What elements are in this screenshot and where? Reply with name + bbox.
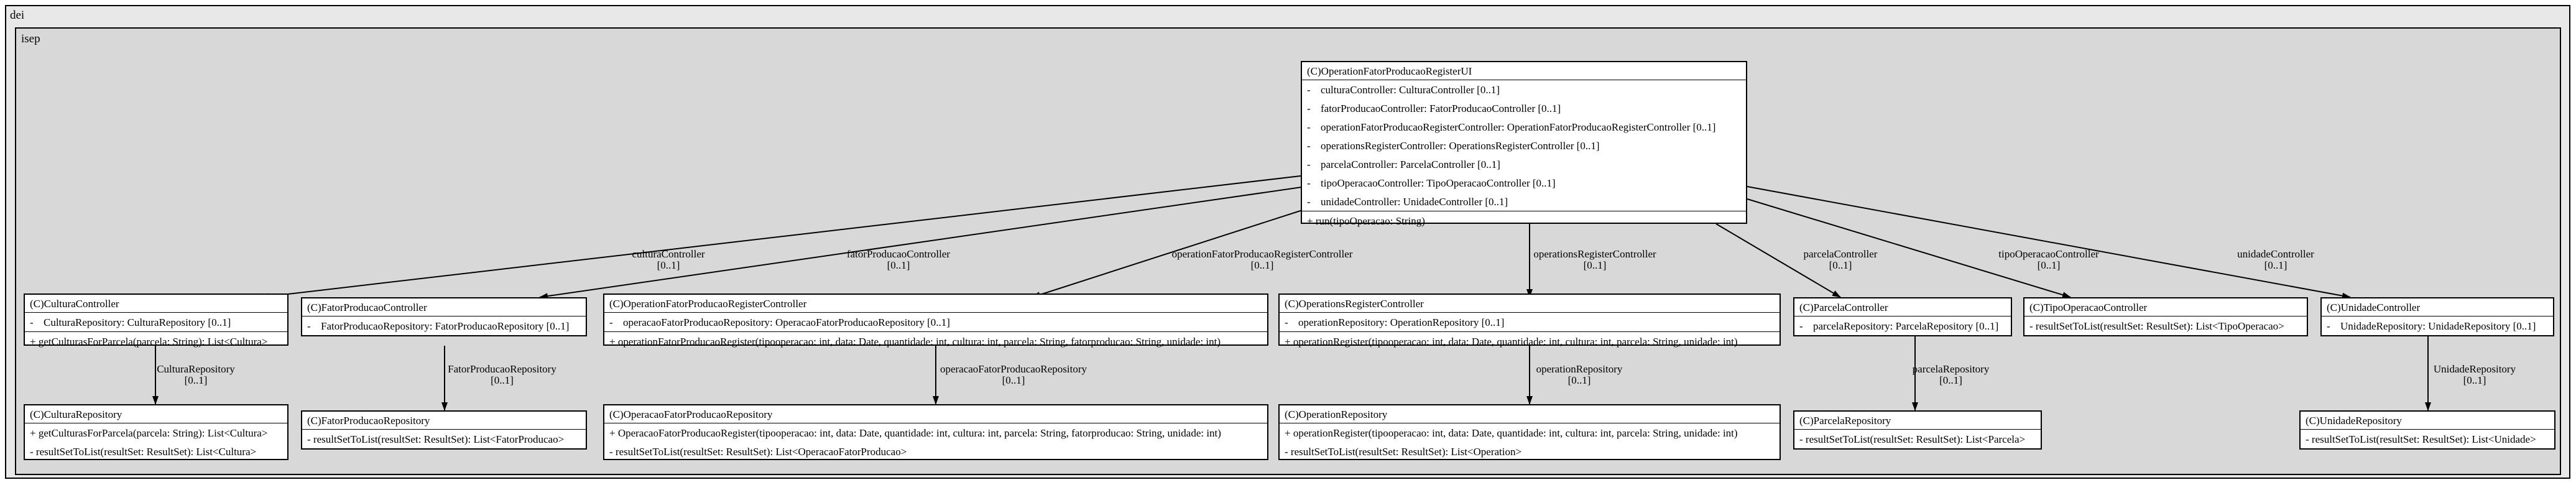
operation: - resultSetToList(resultSet: ResultSet):… — [1285, 446, 1522, 458]
attributes: -operacaoFatorProducaoRepository: Operac… — [604, 313, 1267, 332]
class-parcela-repository: (C)ParcelaRepository - resultSetToList(r… — [1793, 410, 2042, 450]
attribute: -fatorProducaoController: FatorProducaoC… — [1307, 103, 1561, 114]
class-title: (C)OperationRepository — [1280, 405, 1780, 423]
operation: - resultSetToList(resultSet: ResultSet):… — [307, 433, 565, 445]
class-title: (C)OperacaoFatorProducaoRepository — [604, 405, 1267, 423]
attribute: -operacaoFatorProducaoRepository: Operac… — [609, 316, 950, 328]
edge-label-operation-repository: operationRepository[0..1] — [1536, 363, 1623, 386]
class-operation-repository: (C)OperationRepository + operationRegist… — [1278, 404, 1781, 460]
class-parcela-controller: (C)ParcelaController -parcelaRepository:… — [1793, 297, 2012, 336]
class-title: (C)CulturaRepository — [25, 405, 287, 423]
operation: + OperacaoFatorProducaoRegister(tipooper… — [609, 427, 1221, 439]
edge-label-operation-fator-producao-register-controller: operationFatorProducaoRegisterController… — [1171, 248, 1353, 271]
class-operation-fator-producao-register-controller: (C)OperationFatorProducaoRegisterControl… — [603, 293, 1268, 347]
attribute: -FatorProducaoRepository: FatorProducaoR… — [307, 320, 570, 332]
edge-ui-opfator — [1032, 206, 1313, 298]
class-title: (C)UnidadeRepository — [2301, 412, 2554, 430]
edge-label-operations-register-controller: operationsRegisterController[0..1] — [1533, 248, 1656, 271]
edge-ui-fator — [539, 186, 1306, 300]
edge-ui-cultura — [261, 175, 1306, 300]
edge-ui-unidade — [1747, 186, 2351, 299]
attribute: -operationRepository: OperationRepositor… — [1285, 316, 1505, 328]
operation: + operationRegister(tipooperacao: int, d… — [1285, 427, 1738, 439]
edge-label-unidade-repository: UnidadeRepository[0..1] — [2433, 363, 2516, 386]
class-title: (C)ParcelaRepository — [1794, 412, 2041, 430]
edge-ui-parcela — [1715, 223, 1841, 298]
edge-label-fator-producao-repository: FatorProducaoRepository[0..1] — [448, 363, 556, 386]
operation: + run(tipoOperacao: String) — [1307, 215, 1425, 227]
edge-label-fator-producao-controller: fatorProducaoController[0..1] — [846, 248, 951, 271]
class-title: (C)CulturaController — [25, 295, 287, 313]
edge-ui-tipo — [1747, 198, 2071, 298]
attribute: -CulturaRepository: CulturaRepository [0… — [30, 316, 231, 328]
edge-label-parcela-repository: parcelaRepository[0..1] — [1912, 363, 1990, 386]
attribute: -operationFatorProducaoRegisterControlle… — [1307, 121, 1716, 133]
class-title: (C)TipoOperacaoController — [2024, 298, 2307, 316]
attribute: -parcelaController: ParcelaController [0… — [1307, 159, 1500, 170]
edge-label-operacao-fator-producao-repository: operacaoFatorProducaoRepository[0..1] — [939, 363, 1087, 386]
class-fator-producao-repository: (C)FatorProducaoRepository - resultSetTo… — [301, 410, 587, 450]
package-dei-label: dei — [10, 9, 25, 22]
class-unidade-controller: (C)UnidadeController -UnidadeRepository:… — [2320, 297, 2554, 336]
class-cultura-controller: (C)CulturaController -CulturaRepository:… — [24, 293, 289, 347]
class-title: (C)FatorProducaoRepository — [302, 412, 586, 430]
attributes: -culturaController: CulturaController [0… — [1302, 80, 1746, 211]
attribute: -parcelaRepository: ParcelaRepository [0… — [1799, 320, 1999, 332]
class-operacao-fator-producao-repository: (C)OperacaoFatorProducaoRepository + Ope… — [603, 404, 1268, 460]
operation: + operationRegister(tipooperacao: int, d… — [1285, 336, 1738, 348]
attributes: -operationRepository: OperationRepositor… — [1280, 313, 1780, 332]
edge-label-parcela-controller: parcelaController[0..1] — [1803, 248, 1878, 271]
class-operations-register-controller: (C)OperationsRegisterController -operati… — [1278, 293, 1781, 347]
attribute: -UnidadeRepository: UnidadeRepository [0… — [2327, 320, 2536, 332]
class-title: (C)OperationFatorProducaoRegisterUI — [1302, 62, 1746, 80]
class-tipo-operacao-controller: (C)TipoOperacaoController - resultSetToL… — [2023, 297, 2308, 336]
edge-label-unidade-controller: unidadeController[0..1] — [2237, 248, 2314, 271]
attribute: -operationsRegisterController: Operation… — [1307, 140, 1600, 152]
operation: - resultSetToList(resultSet: ResultSet):… — [2306, 433, 2536, 445]
attribute: -unidadeController: UnidadeController [0… — [1307, 196, 1508, 208]
package-isep — [15, 27, 2561, 475]
edge-label-cultura-repository: CulturaRepository[0..1] — [157, 363, 235, 386]
attribute: -culturaController: CulturaController [0… — [1307, 84, 1500, 96]
class-title: (C)OperationsRegisterController — [1280, 295, 1780, 313]
class-cultura-repository: (C)CulturaRepository + getCulturasForPar… — [24, 404, 289, 460]
class-title: (C)OperationFatorProducaoRegisterControl… — [604, 295, 1267, 313]
attribute: -tipoOperacaoController: TipoOperacaoCon… — [1307, 177, 1556, 189]
operation: + getCulturasForParcela(parcela: String)… — [30, 336, 268, 348]
edge-label-tipo-operacao-controller: tipoOperacaoController[0..1] — [1998, 248, 2099, 271]
class-fator-producao-controller: (C)FatorProducaoController -FatorProduca… — [301, 297, 587, 336]
class-operation-fator-producao-register-ui: (C)OperationFatorProducaoRegisterUI -cul… — [1301, 61, 1747, 226]
operation: - resultSetToList(resultSet: ResultSet):… — [2029, 320, 2284, 332]
operation: - resultSetToList(resultSet: ResultSet):… — [609, 446, 907, 458]
operation: + getCulturasForParcela(parcela: String)… — [30, 427, 268, 439]
edge-label-cultura-controller: culturaController[0..1] — [632, 248, 705, 271]
operation: + operationFatorProducaoRegister(tipoope… — [609, 336, 1221, 348]
package-isep-label: isep — [21, 32, 40, 45]
class-title: (C)FatorProducaoController — [302, 298, 586, 316]
class-title: (C)ParcelaController — [1794, 298, 2011, 316]
operation: - resultSetToList(resultSet: ResultSet):… — [1799, 433, 2026, 445]
class-unidade-repository: (C)UnidadeRepository - resultSetToList(r… — [2299, 410, 2555, 450]
operation: - resultSetToList(resultSet: ResultSet):… — [30, 446, 257, 458]
attributes: -CulturaRepository: CulturaRepository [0… — [25, 313, 287, 332]
class-title: (C)UnidadeController — [2322, 298, 2553, 316]
